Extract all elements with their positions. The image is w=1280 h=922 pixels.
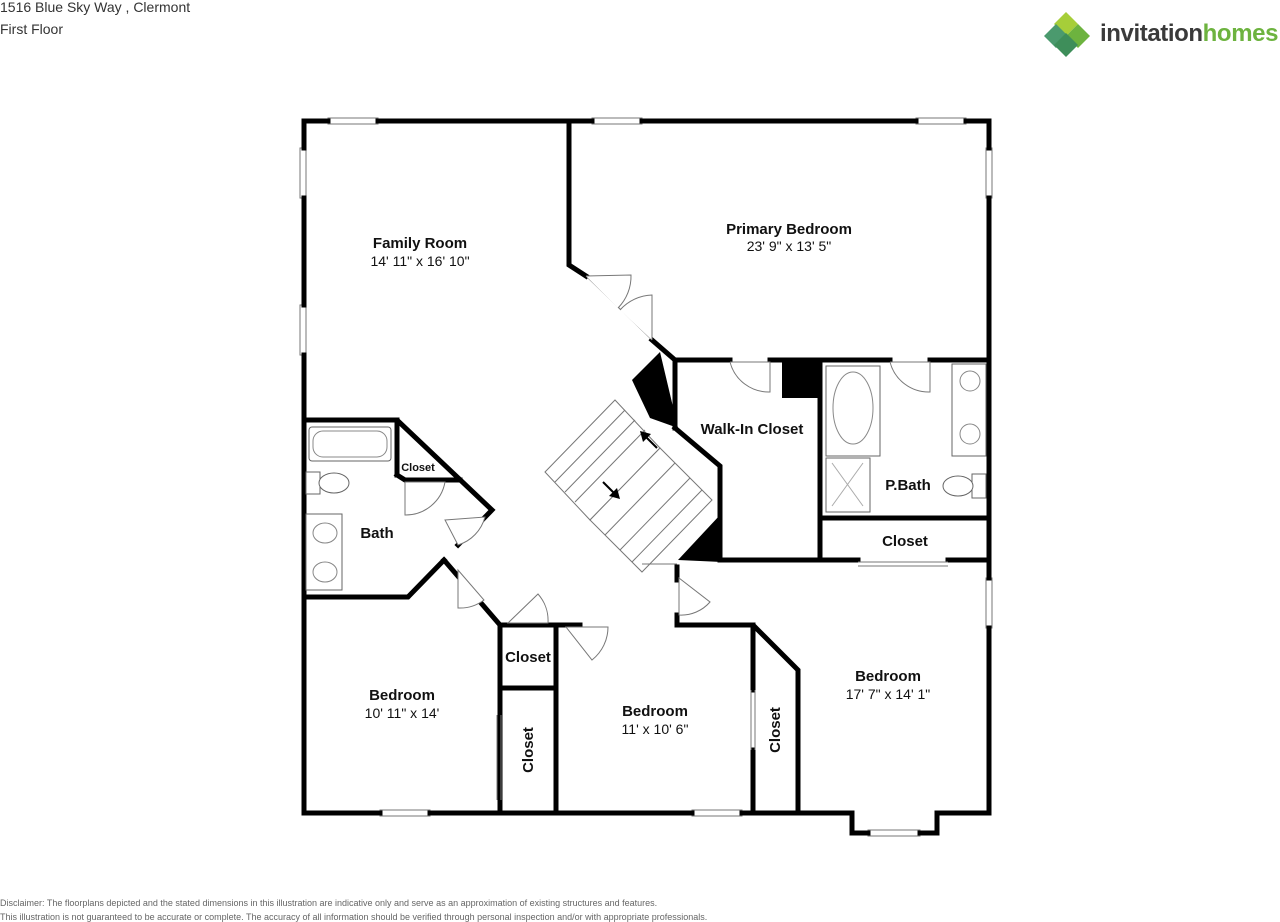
bedroom-right-dims: 17' 7" x 14' 1" (846, 686, 931, 702)
pbath-closet-name: Closet (882, 533, 928, 550)
small-closet-name: Closet (401, 462, 435, 474)
primary-bedroom-dims: 23' 9" x 13' 5" (747, 238, 832, 254)
bedroom-right-name: Bedroom (855, 668, 921, 685)
walk-in-closet-name: Walk-In Closet (701, 421, 804, 438)
bedroom-left-name: Bedroom (369, 687, 435, 704)
bedroom-middle-dims: 11' x 10' 6" (622, 721, 689, 737)
bath-fixtures (305, 426, 392, 591)
family-room-name: Family Room (373, 235, 467, 252)
bedroom-middle-name: Bedroom (622, 703, 688, 720)
stairs-up-arrow-icon (640, 431, 658, 449)
disclaimer-line-1: Disclaimer: The floorplans depicted and … (0, 898, 658, 908)
brand-name: invitationhomes (1100, 20, 1278, 48)
family-room-dims: 14' 11" x 16' 10" (370, 253, 469, 269)
right-closet-name: Closet (767, 707, 784, 753)
toilet-icon (305, 471, 321, 495)
pbath-fixtures (825, 363, 987, 513)
floor-label: First Floor (0, 21, 63, 37)
center-closet-name: Closet (505, 649, 551, 666)
pbath-name: P.Bath (885, 477, 931, 494)
bath-name: Bath (360, 525, 393, 542)
invitation-homes-diamond-icon (1044, 12, 1090, 57)
staircase (544, 352, 722, 573)
brand-name-part2: homes (1202, 20, 1279, 47)
doors (404, 274, 948, 800)
disclaimer-line-2: This illustration is not guaranteed to b… (0, 912, 708, 922)
outer-walls (301, 118, 992, 836)
brand-name-part1: invitation (1100, 20, 1203, 47)
bedroom-left-dims: 10' 11" x 14' (365, 705, 440, 721)
toilet-icon (971, 473, 987, 499)
brand-logo: invitationhomes (1044, 12, 1280, 58)
left-closet-name: Closet (520, 727, 537, 773)
property-address: 1516 Blue Sky Way , Clermont (0, 0, 191, 15)
room-labels: Family Room 14' 11" x 16' 10" Primary Be… (360, 221, 930, 773)
primary-bedroom-name: Primary Bedroom (726, 221, 852, 238)
stairs-down-arrow-icon (602, 481, 620, 499)
chimney-block (782, 360, 820, 398)
shower-icon (825, 457, 871, 513)
